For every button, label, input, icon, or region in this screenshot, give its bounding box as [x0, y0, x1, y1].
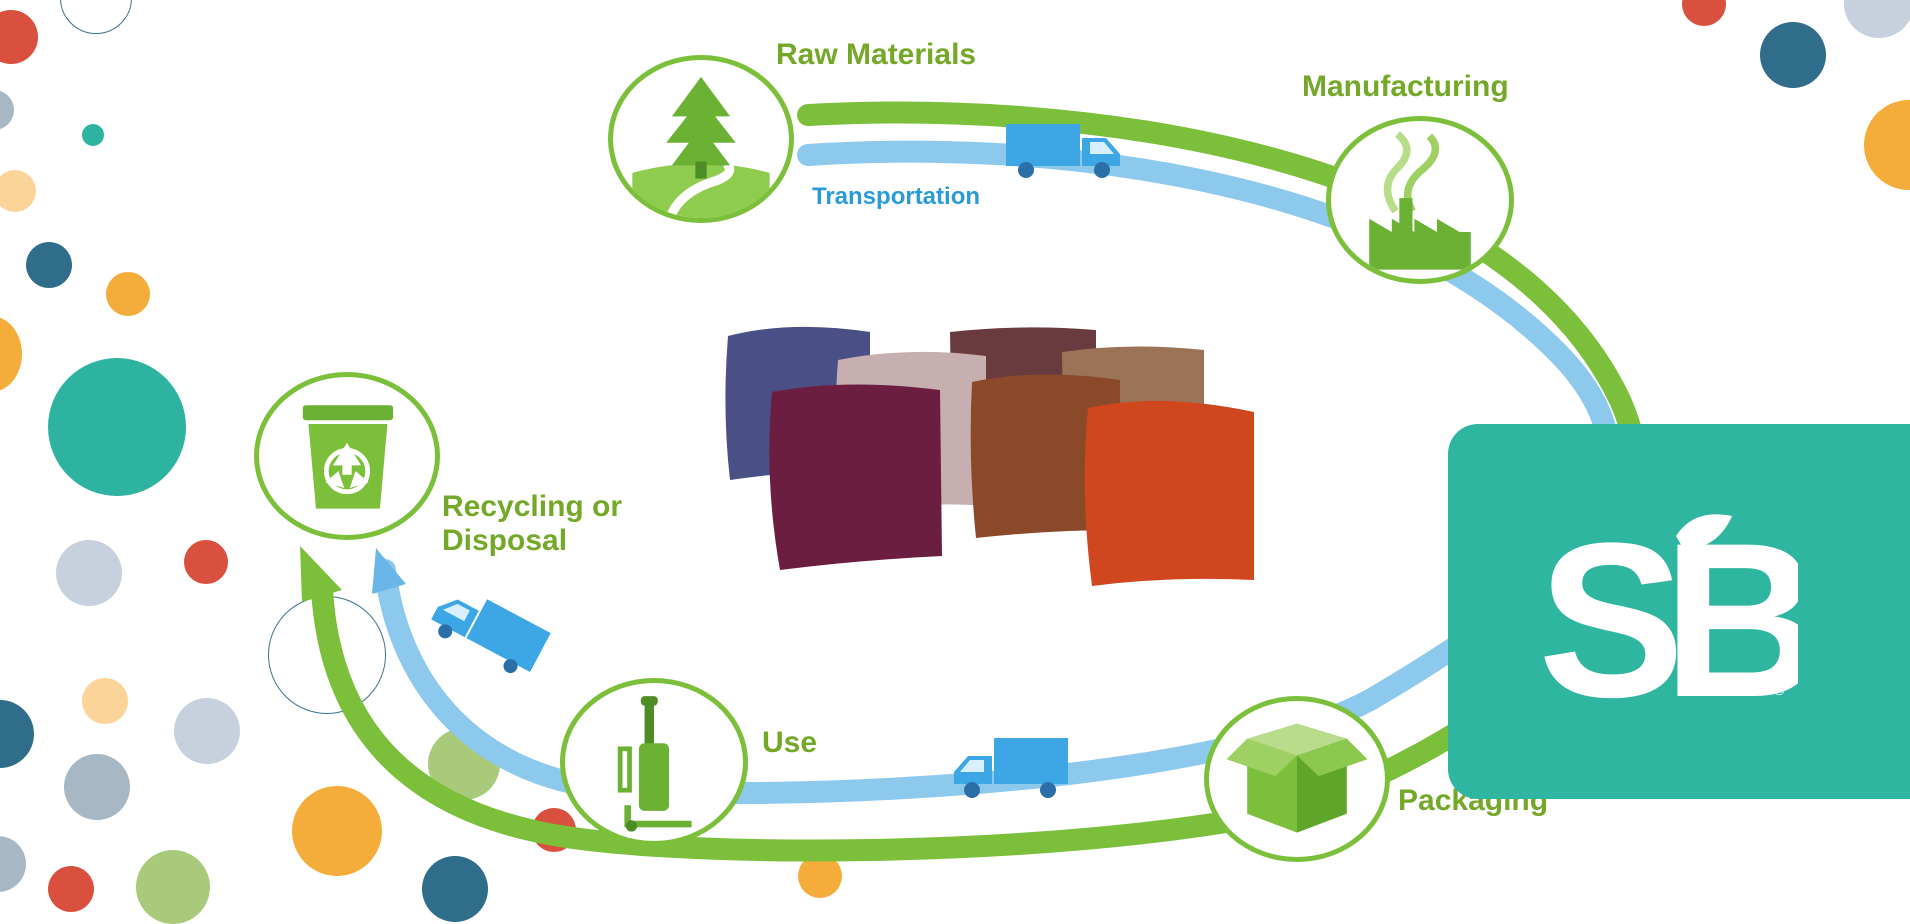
transportation-label: Transportation	[812, 183, 981, 210]
carpet-swatches	[725, 326, 1254, 586]
decor-dot	[174, 698, 240, 764]
transport-arrowhead	[372, 548, 406, 594]
use-stage	[560, 678, 748, 846]
decor-dot	[82, 678, 128, 724]
manufacturing-label: Manufacturing	[1302, 70, 1509, 103]
decor-dot	[106, 272, 150, 316]
decor-dot	[0, 90, 14, 130]
decor-dot	[0, 316, 22, 392]
raw-materials-label: Raw Materials	[776, 38, 977, 71]
decor-dot	[64, 754, 130, 820]
decor-dot	[184, 540, 228, 584]
use-label: Use	[762, 726, 818, 759]
tree-icon	[632, 76, 770, 218]
decor-dot	[26, 242, 72, 288]
leaf-shape	[1676, 514, 1732, 550]
truck-icon	[431, 599, 551, 674]
decor-dot	[0, 170, 36, 212]
box-icon	[1226, 723, 1368, 833]
decor-dot	[82, 124, 104, 146]
recycling-label-line2: Disposal	[442, 524, 568, 557]
vacuum-icon	[617, 696, 692, 832]
carpet-swatch	[769, 384, 942, 570]
brand-panel: SB ®	[1448, 424, 1910, 799]
registered-mark: ®	[1774, 682, 1785, 698]
packaging-stage	[1204, 696, 1390, 862]
truck-icon	[1006, 124, 1120, 178]
carpet-swatch	[970, 374, 1120, 538]
carpet-swatch	[1084, 400, 1254, 586]
decor-dot	[56, 540, 122, 606]
decor-dot	[292, 786, 382, 876]
recycling-label-line1: Recycling or	[442, 490, 623, 523]
decor-dot	[48, 358, 186, 496]
recycling-stage	[254, 372, 440, 540]
factory-icon	[1369, 131, 1471, 270]
truck-icon	[954, 738, 1068, 798]
recycle-bin-icon	[302, 405, 394, 509]
manufacturing-stage	[1326, 116, 1514, 284]
decor-dot	[1760, 22, 1826, 88]
lifecycle-arrowhead	[300, 546, 342, 602]
raw-materials-stage	[608, 55, 794, 223]
sb-leaf-logo: SB	[1538, 514, 1798, 714]
brand-logo-text: SB	[1538, 514, 1798, 714]
